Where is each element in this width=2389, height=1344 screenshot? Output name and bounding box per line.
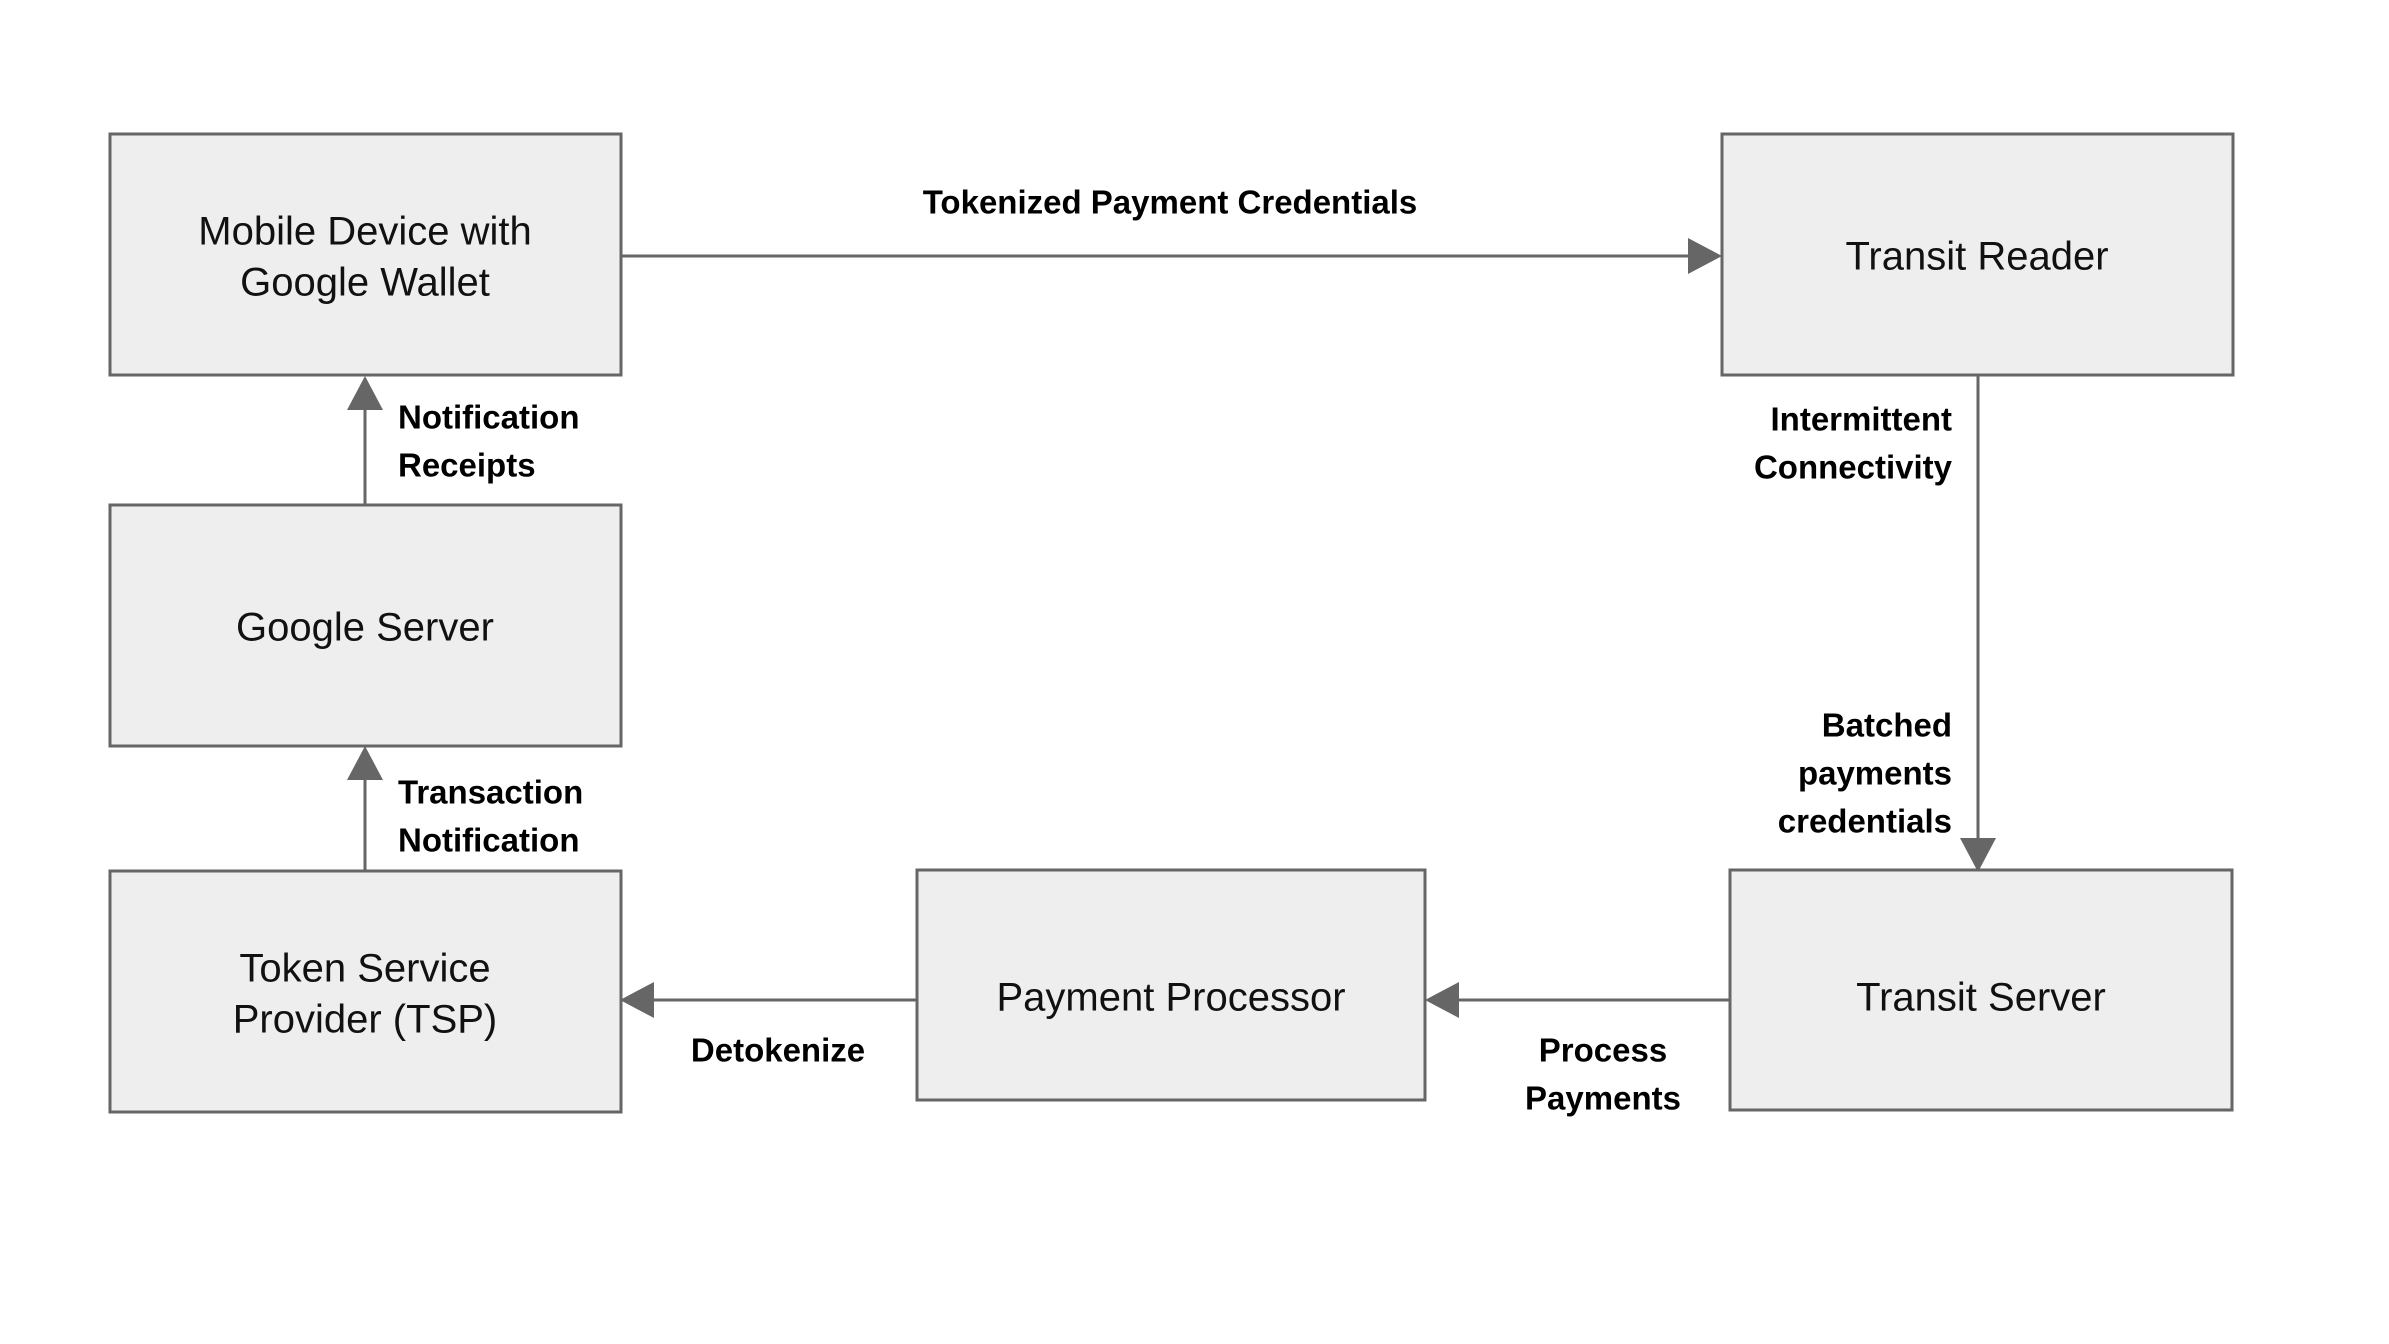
edge-transit-reader-to-transit-server[interactable]: Intermittent Connectivity Batched paymen…	[1754, 376, 1996, 872]
edge-label-detokenize-line1: Detokenize	[691, 1032, 865, 1069]
arrowhead-up-to-google-server	[347, 746, 383, 780]
edge-label-process-payments-line1: Process	[1539, 1032, 1667, 1069]
node-rect-transit-server	[1728, 868, 2234, 1112]
edge-tokenized-payment-credentials[interactable]: Tokenized Payment Credentials	[621, 184, 1722, 274]
node-transit-server[interactable]: Transit Server	[1728, 868, 2234, 1112]
node-rect-google-server	[108, 503, 623, 748]
node-rect-token-service-provider	[108, 869, 623, 1114]
edge-notification-receipts[interactable]: Notification Receipts	[347, 376, 579, 505]
edge-label-transaction-notification-line2: Notification	[398, 822, 579, 859]
arrowhead-right-to-transit-reader	[1688, 238, 1722, 274]
node-label-token-service-provider-line2: Provider (TSP)	[233, 998, 498, 1042]
arrowhead-left-to-token-service-provider	[620, 982, 654, 1018]
node-google-server[interactable]: Google Server	[108, 503, 623, 748]
node-payment-processor[interactable]: Payment Processor	[915, 868, 1427, 1102]
node-label-google-server-line1: Google Server	[236, 606, 494, 650]
edge-detokenize[interactable]: Detokenize	[620, 982, 917, 1069]
edge-label-intermittent-connectivity-line1: Intermittent	[1771, 401, 1953, 438]
node-rect-mobile-device	[108, 132, 623, 377]
node-rect-payment-processor	[915, 868, 1427, 1102]
edge-label-process-payments-line2: Payments	[1525, 1080, 1681, 1117]
node-label-transit-reader-line1: Transit Reader	[1845, 235, 2108, 279]
node-label-payment-processor-line1: Payment Processor	[996, 976, 1345, 1020]
node-label-mobile-device-line1: Mobile Device with	[198, 210, 531, 254]
edge-label-batched-payments-credentials-line2: payments	[1798, 755, 1952, 792]
node-label-mobile-device-line2: Google Wallet	[240, 261, 490, 305]
edge-label-batched-payments-credentials-line3: credentials	[1778, 803, 1952, 840]
edge-process-payments[interactable]: Process Payments	[1425, 982, 1730, 1117]
edge-label-intermittent-connectivity-line2: Connectivity	[1754, 449, 1953, 486]
node-rect-transit-reader	[1720, 132, 2235, 377]
arrowhead-left-to-payment-processor	[1425, 982, 1459, 1018]
edge-label-transaction-notification-line1: Transaction	[398, 774, 583, 811]
edge-transaction-notification[interactable]: Transaction Notification	[347, 746, 583, 870]
node-mobile-device[interactable]: Mobile Device with Google Wallet	[108, 132, 623, 377]
node-label-transit-server-line1: Transit Server	[1856, 976, 2106, 1020]
node-transit-reader[interactable]: Transit Reader	[1720, 132, 2235, 377]
edge-label-notification-receipts-line1: Notification	[398, 399, 579, 436]
edge-label-batched-payments-credentials-line1: Batched	[1822, 707, 1952, 744]
node-label-token-service-provider-line1: Token Service	[239, 947, 490, 991]
edge-label-notification-receipts-line2: Receipts	[398, 447, 536, 484]
node-token-service-provider[interactable]: Token Service Provider (TSP)	[108, 869, 623, 1114]
edge-label-tokenized-payment-credentials-line1: Tokenized Payment Credentials	[923, 184, 1418, 221]
arrowhead-up-to-mobile-device	[347, 376, 383, 410]
arrowhead-down-to-transit-server	[1960, 838, 1996, 872]
